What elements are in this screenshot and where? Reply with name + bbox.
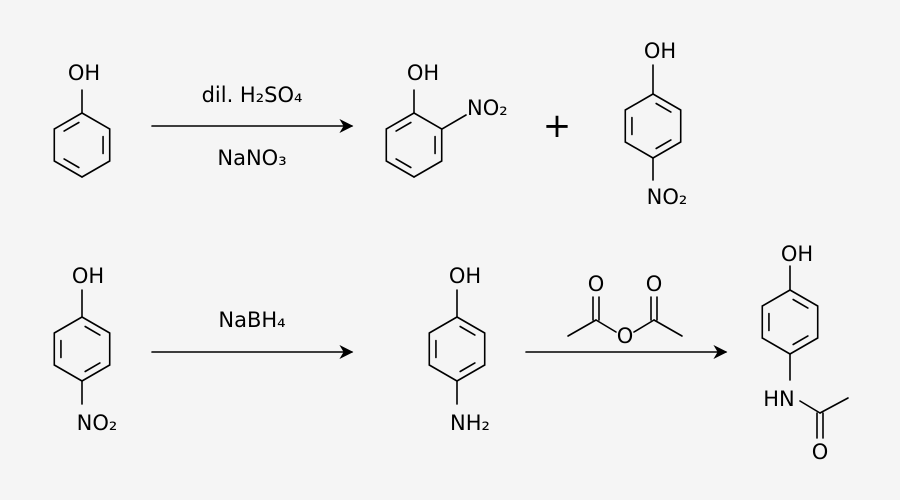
paracetamol-benzene-ring-double-bond: [792, 335, 809, 346]
paracetamol-amide-bond: [799, 400, 821, 414]
paracetamol-carbonyl-o: O: [812, 440, 829, 464]
para-nitrophenol-benzene-ring-edge: [652, 93, 682, 111]
para-aminophenol-benzene-ring: [428, 316, 486, 382]
anhydride-methyl-bond-left: [567, 319, 597, 337]
para-nitrophenol-structure: OH NO₂: [624, 39, 688, 209]
paracetamol-benzene-ring-edge: [789, 289, 819, 307]
para-aminophenol-benzene-ring-double-bond: [459, 325, 476, 336]
para-nitrophenol-benzene-ring-edge: [624, 141, 654, 159]
para-aminophenol-oh-label: OH: [449, 264, 481, 288]
para-nitrophenol-no2-label: NO₂: [647, 185, 688, 209]
para-aminophenol-structure: OH NH₂: [428, 264, 490, 435]
ortho-nitrophenol-benzene-ring-edge: [385, 112, 415, 130]
ortho-nitrophenol-no2-bond: [441, 114, 467, 130]
para-nitrophenol-benzene-ring-edge: [652, 141, 682, 159]
ortho-nitrophenol-benzene-ring-double-bond: [395, 158, 412, 169]
plus-sign: +: [543, 106, 572, 146]
phenol-benzene-ring-edge: [81, 160, 111, 178]
para-aminophenol-nh2-label: NH₂: [450, 411, 490, 435]
para-aminophenol-benzene-ring-edge: [456, 364, 486, 382]
anhydride-bridge-bond-right: [633, 319, 655, 333]
para-nitrophenol-reactant-benzene-ring: [53, 316, 111, 382]
phenol-benzene-ring-double-bond: [63, 121, 80, 132]
para-nitrophenol-reactant-benzene-ring-edge: [53, 364, 83, 382]
phenol-benzene-ring-edge: [53, 112, 83, 130]
para-nitrophenol-benzene-ring-double-bond: [655, 139, 672, 150]
paracetamol-benzene-ring-edge: [761, 289, 791, 307]
para-nitrophenol-benzene-ring-edge: [624, 93, 654, 111]
para-aminophenol-benzene-ring-double-bond: [459, 362, 476, 373]
ortho-nitrophenol-benzene-ring-double-bond: [395, 121, 412, 132]
para-nitrophenol-benzene-ring-double-bond: [655, 102, 672, 113]
anhydride-methyl-bond-right: [653, 319, 683, 337]
para-nitrophenol-reactant-benzene-ring-double-bond: [84, 362, 101, 373]
phenol-benzene-ring-edge: [81, 112, 111, 130]
nitration-reagent-above: dil. H₂SO₄: [202, 83, 303, 107]
phenol-benzene-ring-double-bond: [63, 158, 80, 169]
ortho-nitrophenol-benzene-ring-edge: [413, 160, 443, 178]
acetic-anhydride-structure: O O O: [567, 272, 683, 348]
phenol-benzene-ring: [53, 112, 111, 178]
ortho-nitrophenol-benzene-ring-edge: [413, 112, 443, 130]
anhydride-bridge-o: O: [617, 324, 634, 348]
anhydride-carbonyl-o-left: O: [588, 272, 605, 296]
paracetamol-oh-label: OH: [781, 242, 813, 266]
para-aminophenol-benzene-ring-edge: [428, 316, 458, 334]
phenol-benzene-ring-edge: [53, 160, 83, 178]
para-nitrophenol-reactant-benzene-ring-double-bond: [84, 325, 101, 336]
nitration-arrow-group: dil. H₂SO₄ NaNO₃: [151, 83, 354, 170]
paracetamol-benzene-ring: [761, 289, 819, 355]
ortho-nitrophenol-benzene-ring-edge: [385, 160, 415, 178]
ortho-nitrophenol-benzene-ring: [385, 112, 443, 178]
paracetamol-benzene-ring-edge: [789, 337, 819, 355]
paracetamol-benzene-ring-edge: [761, 337, 791, 355]
para-nitrophenol-reactant-oh-label: OH: [72, 264, 104, 288]
phenol-structure: OH: [53, 61, 111, 178]
paracetamol-methyl-bond: [819, 397, 849, 414]
ortho-nitrophenol-structure: OH NO₂: [385, 61, 508, 178]
ortho-nitrophenol-oh-label: OH: [407, 61, 439, 85]
paracetamol-nh-label: HN: [763, 387, 795, 411]
paracetamol-structure: OH HN O: [761, 242, 849, 464]
phenol-oh-label: OH: [68, 61, 100, 85]
paracetamol-benzene-ring-double-bond: [792, 298, 809, 309]
para-nitrophenol-reactant-benzene-ring-edge: [81, 316, 111, 334]
reduction-arrow-group: NaBH₄: [151, 308, 354, 359]
nitration-reagent-below: NaNO₃: [217, 146, 286, 170]
para-nitrophenol-reactant-structure: OH NO₂: [53, 264, 118, 435]
para-aminophenol-benzene-ring-edge: [456, 316, 486, 334]
para-nitrophenol-reactant-benzene-ring-edge: [53, 316, 83, 334]
para-nitrophenol-reactant-no2-label: NO₂: [77, 411, 118, 435]
para-nitrophenol-benzene-ring: [624, 93, 682, 159]
para-nitrophenol-oh-label: OH: [644, 39, 676, 63]
ortho-nitrophenol-no2-label: NO₂: [467, 96, 508, 120]
para-aminophenol-benzene-ring-edge: [428, 364, 458, 382]
anhydride-bridge-bond-left: [595, 319, 617, 333]
para-nitrophenol-reactant-benzene-ring-edge: [81, 364, 111, 382]
reduction-reagent-above: NaBH₄: [218, 308, 285, 332]
anhydride-carbonyl-o-right: O: [646, 272, 663, 296]
